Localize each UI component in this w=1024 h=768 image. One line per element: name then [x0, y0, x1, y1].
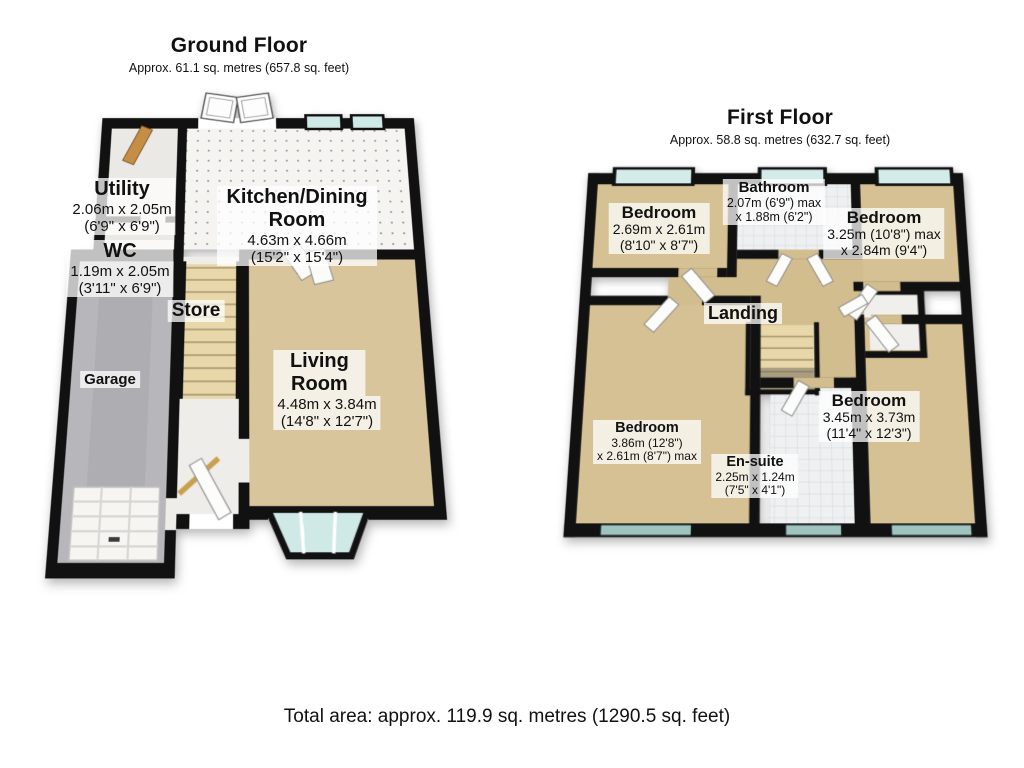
- room-dims: 4.48m x 3.84m: [273, 395, 381, 413]
- room-dims: 1.19m x 2.05m: [66, 262, 174, 280]
- room-label-living-room: Living Room 4.48m x 3.84m (14'8" x 12'7"…: [273, 350, 381, 430]
- staircase: [177, 261, 242, 399]
- first-floor-title: First Floor Approx. 58.8 sq. metres (632…: [670, 106, 890, 147]
- room-label-wc: WC 1.19m x 2.05m (3'11" x 6'9"): [66, 240, 174, 297]
- first-floor-title-text: First Floor: [726, 106, 834, 129]
- garage-floor-shade: [82, 270, 154, 553]
- room-dims: (3'11" x 6'9"): [66, 279, 174, 297]
- room-dims: (14'8" x 12'7"): [273, 412, 381, 430]
- ground-floor-drawing: [44, 88, 448, 579]
- french-doors-icon: [201, 93, 273, 123]
- room-name: Store: [167, 300, 225, 322]
- room-dims: (7'5" x 4'1"): [711, 484, 799, 498]
- room-label-bedroom-tr: Bedroom 3.25m (10'8") max x 2.84m (9'4"): [823, 208, 945, 260]
- room-dims: 3.25m (10'8") max: [823, 226, 945, 244]
- room-label-bedroom-bl: Bedroom 3.86m (12'8") x 2.61m (8'7") max: [593, 420, 701, 464]
- room-dims: (11'4" x 12'3"): [818, 425, 920, 443]
- bay-window: [268, 510, 370, 556]
- ground-floor-title-text: Ground Floor: [170, 34, 308, 57]
- room-dims: x 2.84m (9'4"): [823, 242, 945, 260]
- room-dims: 4.63m x 4.66m: [217, 231, 377, 249]
- room-dims: x 1.88m (6'2"): [722, 210, 826, 225]
- room-label-bedroom-br: Bedroom 3.45m x 3.73m (11'4" x 12'3"): [818, 391, 920, 443]
- front-door-icon: [189, 458, 231, 519]
- bedroom-br-door-icon: [866, 315, 899, 352]
- room-label-utility: Utility 2.06m x 2.05m (6'9" x 6'9"): [68, 178, 176, 235]
- first-openings: [678, 249, 902, 388]
- room-dims: 2.69m x 2.61m: [608, 221, 710, 239]
- room-name: Living Room: [273, 350, 366, 396]
- ground-floor-title: Ground Floor Approx. 61.1 sq. metres (65…: [129, 34, 349, 75]
- room-name: Kitchen/Dining Room: [217, 186, 377, 232]
- room-label-garage: Garage: [80, 371, 140, 389]
- room-name: Bedroom: [608, 203, 710, 223]
- room-dims: (15'2" x 15'4"): [217, 248, 377, 266]
- room-name: Bathroom: [722, 179, 826, 197]
- room-name: Bedroom: [818, 391, 920, 411]
- total-area-text: Total area: approx. 119.9 sq. metres (12…: [283, 706, 731, 727]
- room-dims: 2.06m x 2.05m: [68, 200, 176, 218]
- room-name: Landing: [704, 303, 782, 324]
- room-dims: (6'9" x 6'9"): [68, 217, 176, 235]
- ground-floor-plan: [19, 88, 469, 594]
- room-label-ensuite: En-suite 2.25m x 1.24m (7'5" x 4'1"): [711, 454, 799, 498]
- first-windows-bottom: [600, 525, 972, 535]
- first-floor-subtitle: Approx. 58.8 sq. metres (632.7 sq. feet): [669, 133, 891, 147]
- ground-floor-subtitle: Approx. 61.1 sq. metres (657.8 sq. feet): [128, 61, 350, 75]
- room-name: WC: [66, 240, 174, 263]
- garage-door-icon: [69, 487, 160, 561]
- room-label-kitchen: Kitchen/Dining Room 4.63m x 4.66m (15'2"…: [217, 186, 377, 266]
- room-dims: 2.07m (6'9") max: [722, 196, 826, 211]
- kitchen-window: [304, 114, 386, 131]
- room-dims: 3.45m x 3.73m: [818, 409, 920, 427]
- room-dims: (8'10" x 8'7"): [608, 237, 710, 255]
- room-label-bedroom-tl: Bedroom 2.69m x 2.61m (8'10" x 8'7"): [608, 203, 710, 255]
- room-name: Bedroom: [823, 208, 945, 228]
- room-label-landing: Landing: [704, 303, 782, 324]
- bedroom-br-floor: [864, 324, 977, 523]
- room-label-store: Store: [167, 300, 225, 322]
- room-dims: 3.86m (12'8"): [593, 436, 701, 451]
- room-name: En-suite: [711, 454, 799, 471]
- bedroom-bl-floor: [574, 305, 751, 523]
- room-dims: 2.25m x 1.24m: [711, 470, 799, 485]
- bedroom-bl-door-icon: [644, 297, 679, 333]
- room-label-bathroom: Bathroom 2.07m (6'9") max x 1.88m (6'2"): [722, 179, 826, 225]
- room-name: Utility: [68, 178, 176, 201]
- room-name: Bedroom: [593, 420, 701, 437]
- room-name: Garage: [80, 371, 140, 389]
- room-dims: x 2.61m (8'7") max: [593, 450, 701, 464]
